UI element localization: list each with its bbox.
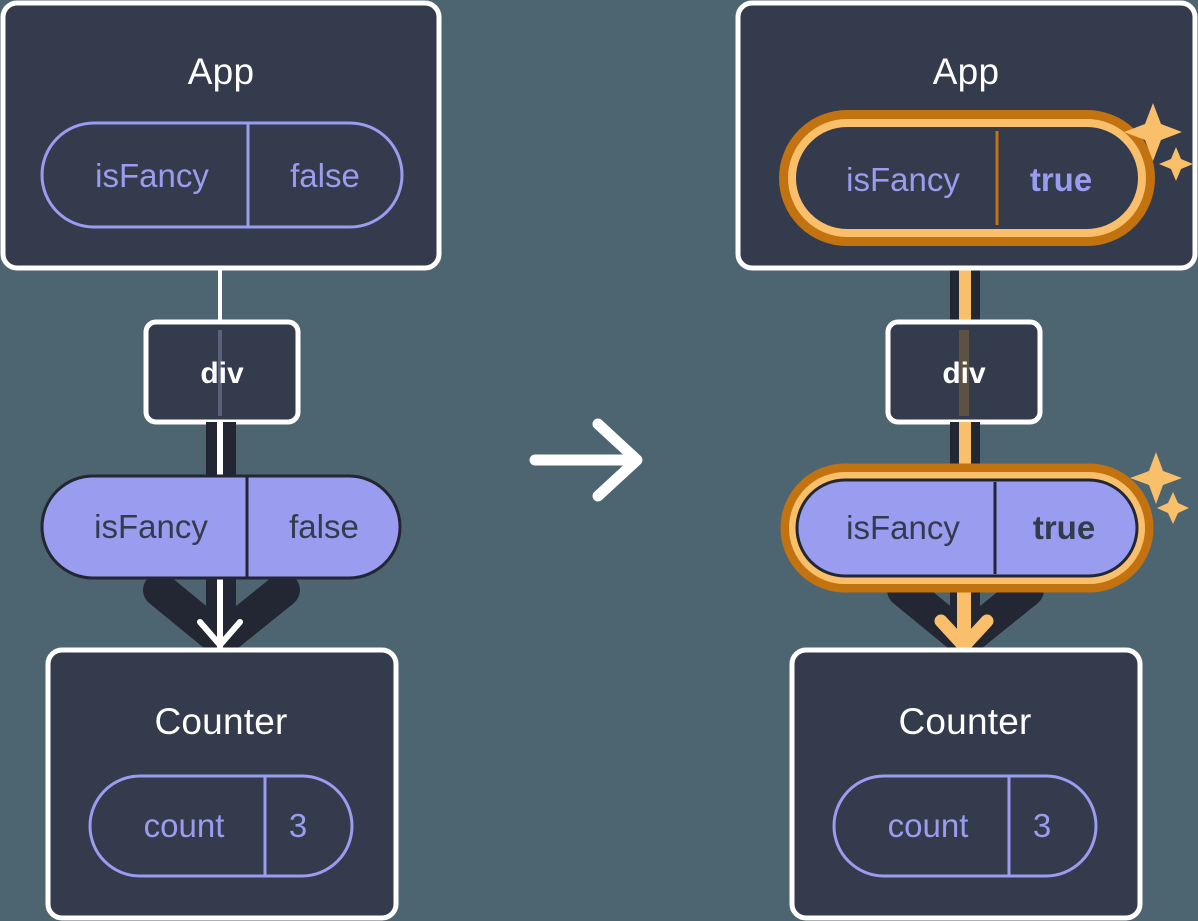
right-prop-pill-inner-edge	[795, 478, 1139, 578]
left-app-state-pill	[40, 121, 404, 229]
left-div-inner-line-fg	[218, 330, 222, 416]
right-counter-state-pill	[832, 774, 1098, 878]
left-connector-app-div	[218, 258, 222, 328]
right-prop-pill	[789, 472, 1145, 584]
right-app-state-pill-ring-outer	[779, 110, 1155, 246]
left-counter-state-pill	[88, 774, 354, 878]
left-counter-box	[45, 647, 399, 921]
right-prop-pill-ring-outer	[780, 463, 1154, 593]
right-app-state-pill-ring-inner	[788, 119, 1146, 237]
arrow-right-icon	[529, 418, 643, 502]
sparkle-icon	[1130, 452, 1189, 524]
sparkle-icon	[1124, 103, 1193, 181]
left-prop-pill	[40, 474, 402, 580]
right-div-inner-line-fg	[959, 330, 969, 416]
left-prop-to-counter-arrow-white	[197, 560, 243, 648]
right-counter-box	[789, 647, 1143, 921]
left-connector-div-prop-white	[217, 422, 223, 484]
left-app-box	[0, 0, 442, 271]
